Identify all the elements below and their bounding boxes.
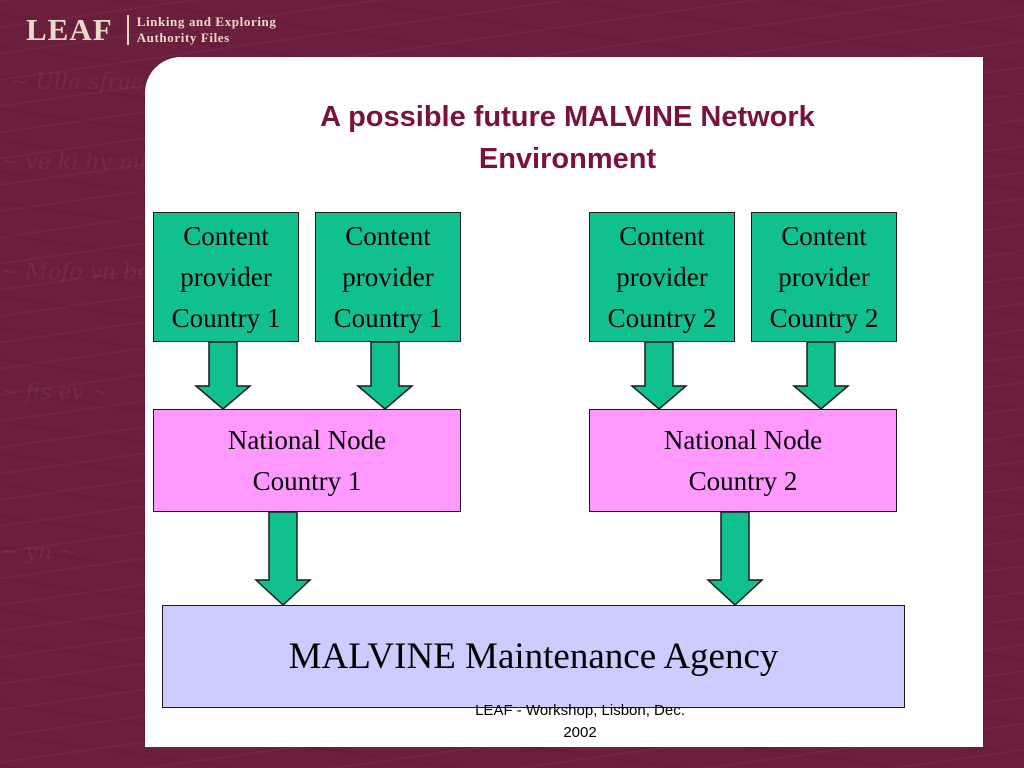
logo-word: LEAF	[26, 12, 113, 47]
content-provider-box: Content provider Country 1	[153, 212, 299, 342]
content-provider-line2: provider	[778, 261, 870, 292]
content-provider-line1: Content	[781, 220, 867, 251]
logo-divider	[126, 15, 129, 45]
content-provider-line2: provider	[342, 261, 434, 292]
background-script: ~ fis ev ~	[0, 380, 110, 405]
content-provider-line1: Content	[183, 220, 269, 251]
content-provider-box: Content provider Country 2	[589, 212, 735, 342]
content-provider-line3: Country 2	[769, 302, 879, 333]
content-provider-line2: provider	[616, 261, 708, 292]
content-provider-line3: Country 1	[333, 302, 443, 333]
national-node-box: National Node Country 2	[589, 409, 897, 512]
footer-line1: LEAF - Workshop, Lisbon, Dec.	[475, 702, 685, 719]
slide-title-line2: Environment	[478, 143, 657, 175]
content-provider-line1: Content	[619, 220, 705, 251]
leaf-logo: LEAF Linking and Exploring Authority Fil…	[26, 10, 276, 50]
national-node-line2: Country 2	[688, 465, 798, 496]
content-provider-line1: Content	[345, 220, 431, 251]
maintenance-agency-box: MALVINE Maintenance Agency	[162, 605, 905, 708]
content-provider-line3: Country 1	[171, 302, 281, 333]
logo-subtitle: Linking and Exploring Authority Files	[137, 14, 277, 46]
maintenance-agency-label: MALVINE Maintenance Agency	[288, 636, 779, 677]
slide-footer: LEAF - Workshop, Lisbon, Dec. 2002	[440, 700, 720, 744]
slide-title: A possible future MALVINE Network Enviro…	[145, 96, 990, 180]
slide-title-line1: A possible future MALVINE Network	[320, 101, 815, 133]
content-provider-box: Content provider Country 2	[751, 212, 897, 342]
national-node-line2: Country 1	[252, 465, 362, 496]
background-script: ~ yn ~	[0, 540, 78, 565]
content-provider-line2: provider	[180, 261, 272, 292]
content-provider-box: Content provider Country 1	[315, 212, 461, 342]
national-node-line1: National Node	[663, 424, 823, 455]
logo-subtitle-line2: Authority Files	[136, 30, 230, 45]
national-node-line1: National Node	[227, 424, 387, 455]
logo-subtitle-line1: Linking and Exploring	[136, 14, 277, 29]
footer-line2: 2002	[563, 724, 597, 741]
national-node-box: National Node Country 1	[153, 409, 461, 512]
content-provider-line3: Country 2	[607, 302, 717, 333]
